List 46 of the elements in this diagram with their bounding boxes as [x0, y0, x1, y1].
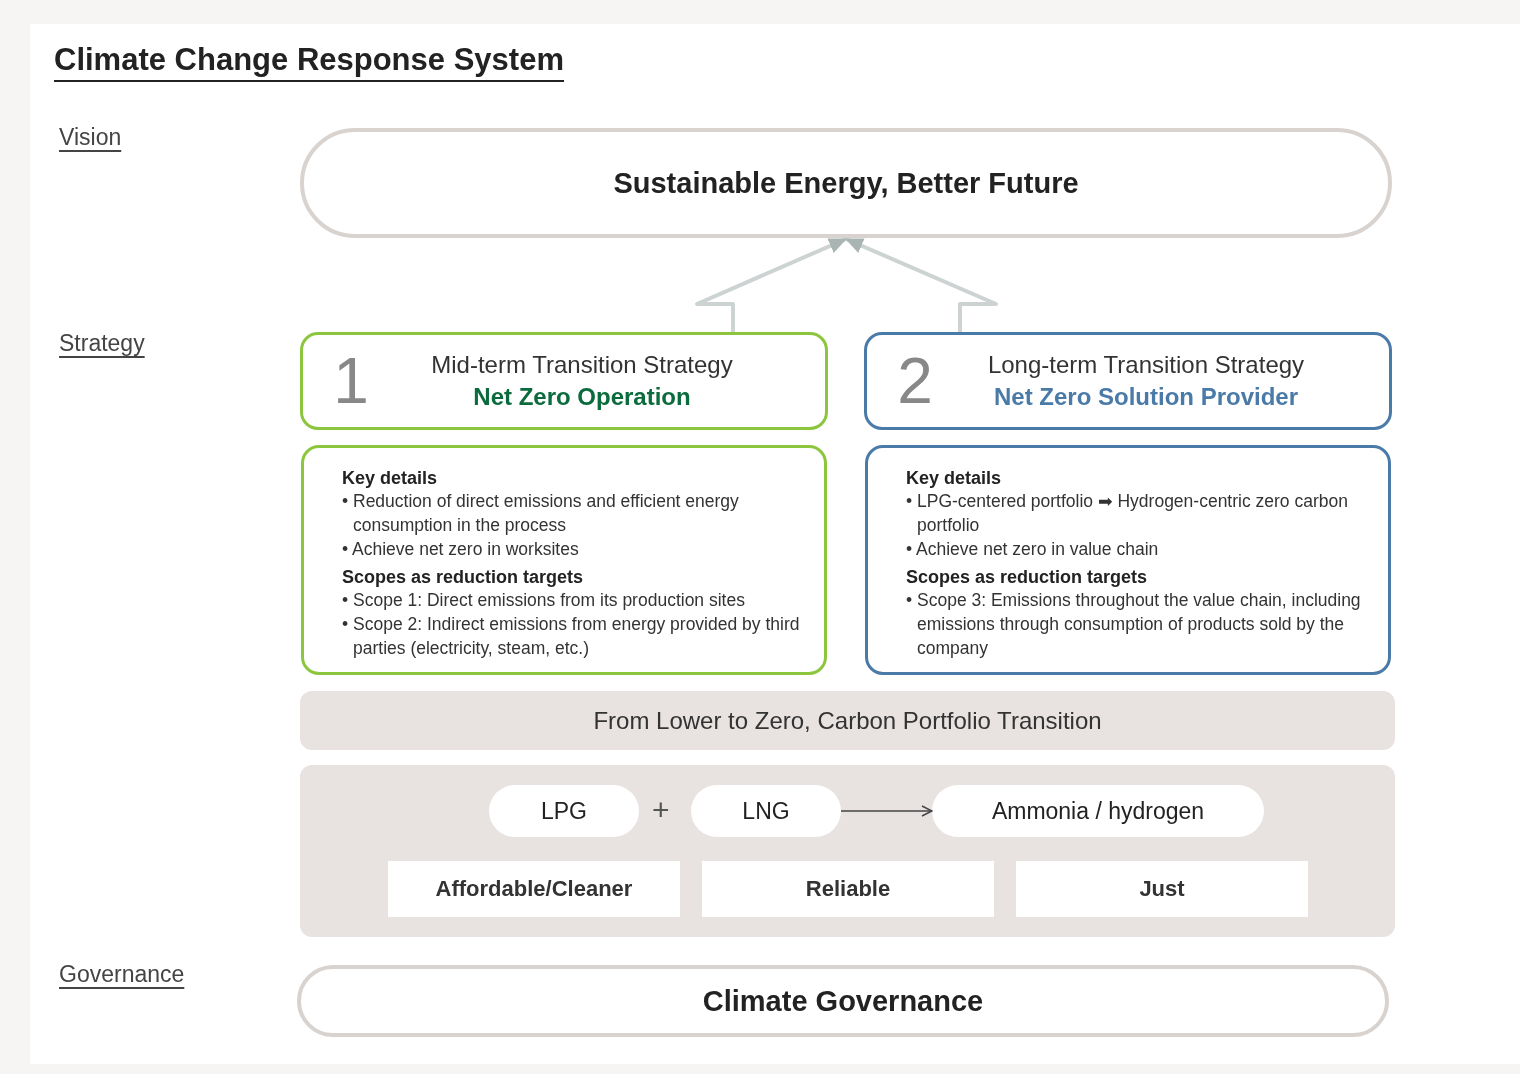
label-box — [1016, 861, 1308, 917]
step-number: 1 — [332, 349, 370, 413]
node-text: LPG — [541, 797, 587, 825]
label-box — [702, 861, 994, 917]
bullet-item: • Achieve net zero in value chain — [906, 538, 1159, 561]
arrow — [840, 805, 933, 817]
title: Climate Change Response System — [54, 42, 564, 82]
label-box — [388, 861, 680, 917]
node-text: Reliable — [805, 876, 891, 902]
section-label: Strategy — [59, 330, 145, 357]
banner — [300, 691, 1395, 750]
strategy-term: Long-term Transition Strategy — [987, 351, 1305, 379]
section-heading: Scopes as reduction targets — [342, 567, 584, 588]
plus-sign: + — [652, 793, 670, 827]
bullet-item: • Scope 3: Emissions throughout the value chain, including emissions through consumption of products sold by the company — [906, 589, 1362, 660]
section-label: Vision — [59, 124, 122, 151]
strategy-box — [300, 332, 828, 430]
node-text: Sustainable Energy, Better Future — [613, 166, 1079, 200]
section-label: Governance — [59, 961, 185, 988]
panel-background — [300, 765, 1395, 937]
node-text: LNG — [742, 797, 790, 825]
node-text: Climate Governance — [702, 984, 984, 1018]
pill-box — [691, 785, 841, 837]
node-text: From Lower to Zero, Carbon Portfolio Transition — [593, 706, 1102, 735]
block-arrow — [844, 237, 998, 332]
block-arrow — [695, 237, 848, 332]
section-heading: Scopes as reduction targets — [906, 567, 1148, 588]
bullet-item: • Scope 1: Direct emissions from its production sites — [342, 589, 745, 612]
node-text: Just — [1139, 876, 1185, 902]
bullet-item: • Achieve net zero in worksites — [342, 538, 579, 561]
strategy-name: Net Zero Operation — [473, 383, 691, 411]
bullet-item: • Scope 2: Indirect emissions from energy provided by third parties (electricity, steam, etc.) — [342, 613, 801, 660]
strategy-name: Net Zero Solution Provider — [994, 383, 1298, 411]
details-box — [301, 445, 827, 675]
pill-box — [489, 785, 639, 837]
section-heading: Key details — [342, 468, 438, 489]
pill-box — [932, 785, 1264, 837]
section-heading: Key details — [906, 468, 1002, 489]
bullet-item: • Reduction of direct emissions and efficient energy consumption in the process — [342, 490, 740, 537]
strategy-box — [864, 332, 1392, 430]
node-text: Affordable/Cleaner — [435, 876, 633, 902]
details-box — [865, 445, 1391, 675]
strategy-term: Mid-term Transition Strategy — [431, 351, 733, 379]
step-number: 2 — [896, 349, 934, 413]
node-text: Ammonia / hydrogen — [991, 797, 1205, 825]
bullet-item: • LPG-centered portfolio ➡ Hydrogen-centric zero carbon portfolio — [906, 490, 1349, 537]
